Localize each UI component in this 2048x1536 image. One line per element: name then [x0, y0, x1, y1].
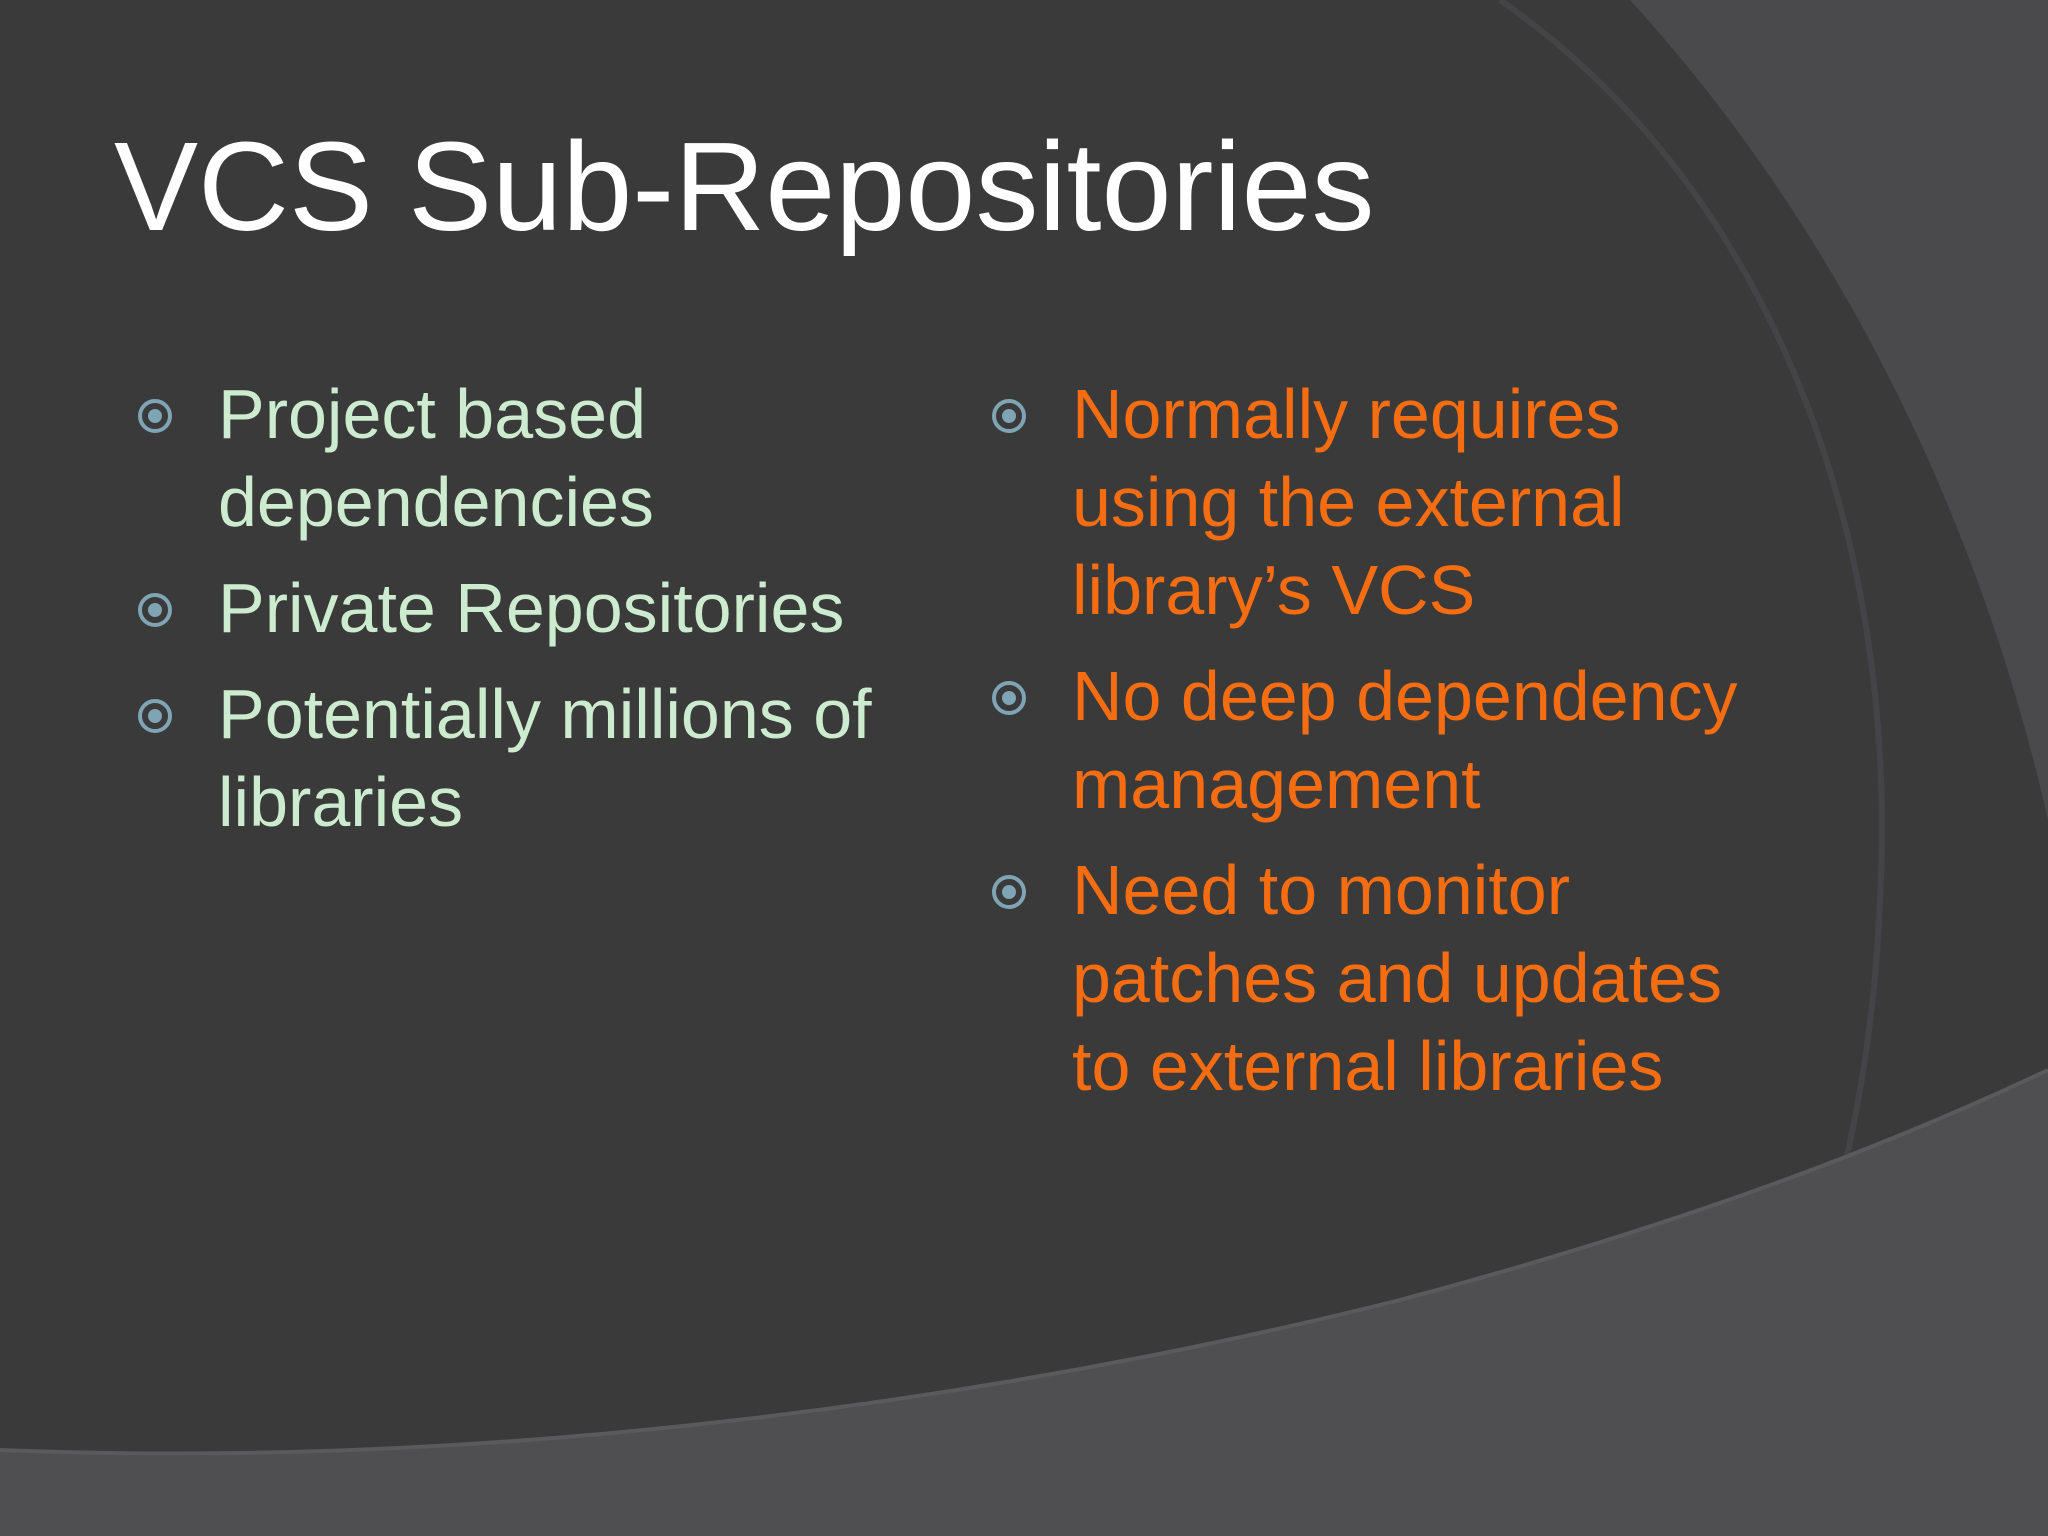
circled-dot-bullet-icon [138, 699, 172, 733]
bottom-swoosh-shape [0, 1070, 2048, 1536]
bullet-text: Project based dependencies [218, 375, 654, 541]
right-bullet-list: Normally requires using the external lib… [984, 370, 1744, 1128]
list-item: No deep dependency management [984, 652, 1744, 828]
list-item: Project based dependencies [130, 370, 930, 546]
list-item: Need to monitor patches and updates to e… [984, 846, 1744, 1110]
list-item: Private Repositories [130, 564, 930, 652]
circled-dot-bullet-icon [992, 681, 1026, 715]
list-item: Potentially millions of libraries [130, 670, 930, 846]
bullet-text: No deep dependency management [1072, 657, 1738, 823]
bullet-text: Need to monitor patches and updates to e… [1072, 851, 1722, 1105]
slide-title: VCS Sub-Repositories [114, 116, 1375, 257]
circled-dot-bullet-icon [138, 399, 172, 433]
circled-dot-bullet-icon [992, 875, 1026, 909]
bullet-text: Normally requires using the external lib… [1072, 375, 1625, 629]
left-bullet-list: Project based dependencies Private Repos… [130, 370, 930, 864]
bottom-swoosh-highlight [0, 1068, 2048, 1456]
circled-dot-bullet-icon [138, 593, 172, 627]
bullet-text: Potentially millions of libraries [218, 675, 872, 841]
top-right-arc-shape [1630, 0, 2048, 820]
circled-dot-bullet-icon [992, 399, 1026, 433]
bullet-text: Private Repositories [218, 569, 845, 647]
list-item: Normally requires using the external lib… [984, 370, 1744, 634]
